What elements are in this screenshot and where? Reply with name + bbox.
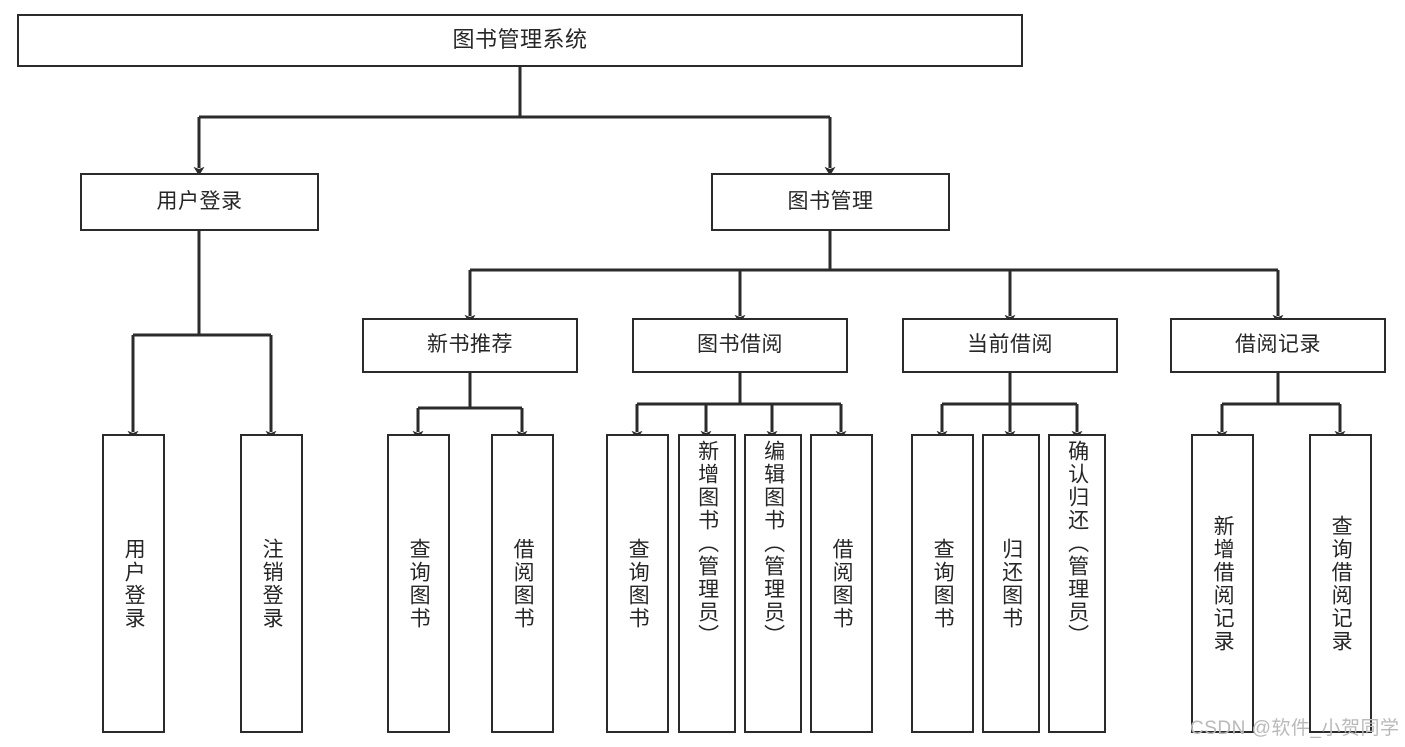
- leaf-query-book-current[interactable]: 查询图书: [911, 434, 974, 733]
- leaf-query-borrow-record[interactable]: 查询借阅记录: [1309, 434, 1372, 733]
- leaf-edit-book-admin[interactable]: 编辑图书（管理员）: [744, 434, 802, 733]
- leaf-content: 查询借阅记录: [1311, 436, 1370, 731]
- node-label: 借阅图书: [511, 537, 535, 630]
- leaf-return-book[interactable]: 归还图书: [982, 434, 1040, 733]
- node-label: 图书管理: [787, 189, 874, 213]
- node-label: 当前借阅: [967, 333, 1053, 357]
- node-label: 注销登录: [260, 537, 284, 630]
- leaf-content: 归还图书: [984, 436, 1038, 731]
- node-label: 用户登录: [156, 189, 243, 213]
- node-user-login[interactable]: 用户登录: [80, 173, 319, 231]
- leaf-content: 确认归还（管理员）: [1050, 436, 1104, 735]
- node-book-borrowing[interactable]: 图书借阅: [632, 318, 848, 373]
- node-label: 新书推荐: [427, 333, 513, 357]
- leaf-content: 注销登录: [242, 436, 301, 731]
- node-label: 查询图书: [407, 537, 431, 630]
- leaf-content: 查询图书: [608, 436, 667, 731]
- node-new-book-recommend[interactable]: 新书推荐: [362, 318, 578, 373]
- leaf-content: 新增借阅记录: [1193, 436, 1252, 731]
- node-label: 借阅记录: [1235, 333, 1321, 357]
- node-label: 图书借阅: [697, 333, 783, 357]
- node-label: 图书管理系统: [452, 27, 588, 53]
- node-root-system[interactable]: 图书管理系统: [17, 14, 1023, 67]
- leaf-query-book-new[interactable]: 查询图书: [387, 434, 450, 733]
- leaf-content: 编辑图书（管理员）: [746, 436, 800, 735]
- leaf-add-book-admin[interactable]: 新增图书（管理员）: [678, 434, 736, 733]
- node-label: 查询图书: [626, 537, 650, 630]
- leaf-content: 新增图书（管理员）: [680, 436, 734, 735]
- node-label: 编辑图书（管理员）: [761, 440, 785, 647]
- leaf-confirm-return-admin[interactable]: 确认归还（管理员）: [1048, 434, 1106, 733]
- node-label: 新增图书（管理员）: [695, 440, 719, 647]
- node-label: 借阅图书: [830, 537, 854, 630]
- leaf-content: 查询图书: [389, 436, 448, 731]
- leaf-content: 用户登录: [104, 436, 163, 731]
- node-label: 确认归还（管理员）: [1065, 440, 1089, 647]
- leaf-query-book-borrow[interactable]: 查询图书: [606, 434, 669, 733]
- leaf-add-borrow-record[interactable]: 新增借阅记录: [1191, 434, 1254, 733]
- node-label: 归还图书: [999, 537, 1023, 630]
- leaf-borrow-book[interactable]: 借阅图书: [810, 434, 873, 733]
- node-label: 查询借阅记录: [1329, 514, 1353, 653]
- csdn-watermark: CSDN @软件_小贺同学: [1190, 718, 1400, 739]
- leaf-content: 借阅图书: [493, 436, 552, 731]
- node-label: 用户登录: [122, 537, 146, 630]
- node-label: 查询图书: [931, 537, 955, 630]
- node-label: 新增借阅记录: [1211, 514, 1235, 653]
- leaf-content: 借阅图书: [812, 436, 871, 731]
- node-borrow-records[interactable]: 借阅记录: [1170, 318, 1386, 373]
- leaf-borrow-book-new[interactable]: 借阅图书: [491, 434, 554, 733]
- leaf-content: 查询图书: [913, 436, 972, 731]
- leaf-logout[interactable]: 注销登录: [240, 434, 303, 733]
- node-current-borrowing[interactable]: 当前借阅: [902, 318, 1118, 373]
- leaf-user-login[interactable]: 用户登录: [102, 434, 165, 733]
- node-book-management[interactable]: 图书管理: [711, 173, 950, 231]
